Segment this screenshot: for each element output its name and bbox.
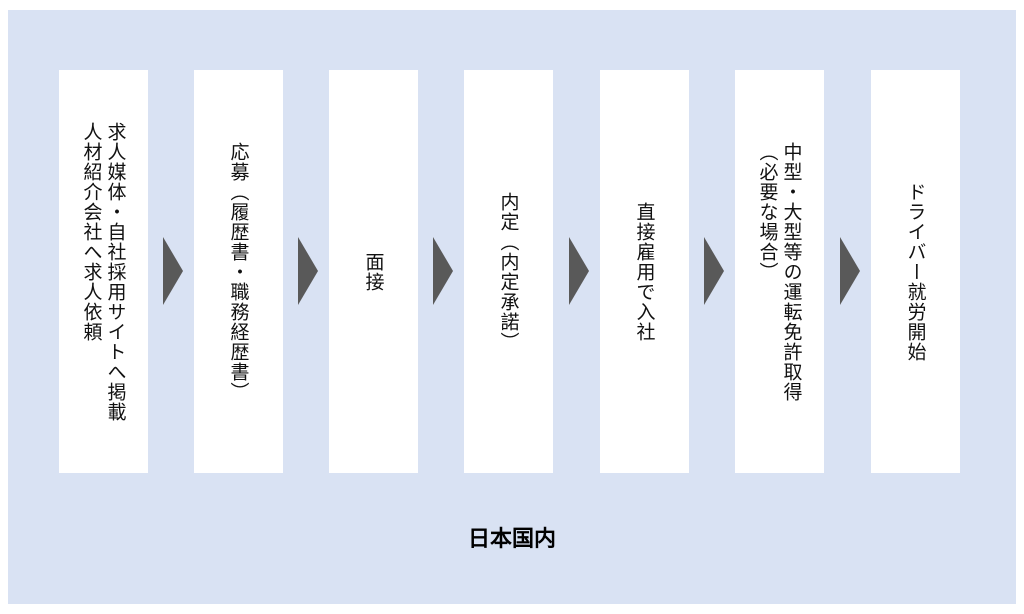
step-line: 面接	[362, 251, 385, 292]
step-line: 人材紹介会社へ求人依頼	[80, 121, 103, 342]
arrow-right-icon	[163, 237, 183, 305]
step-line: 直接雇用で入社	[633, 201, 656, 342]
step-text: 中型・大型等の運転免許取得 （必要な場合）	[756, 142, 804, 402]
step-line: ドライバー就労開始	[904, 181, 927, 362]
step-application: 応募（履歴書・職務経歴書）	[194, 70, 283, 473]
arrow-right-icon	[704, 237, 724, 305]
step-line: 求人媒体・自社採用サイトへ掲載	[104, 121, 127, 422]
arrow-right-icon	[840, 237, 860, 305]
arrow-right-icon	[298, 237, 318, 305]
step-hire: 直接雇用で入社	[600, 70, 689, 473]
step-offer: 内定（内定承諾）	[464, 70, 553, 473]
step-line: 内定（内定承諾）	[497, 191, 520, 352]
step-start-work: ドライバー就労開始	[871, 70, 960, 473]
step-line: 応募（履歴書・職務経歴書）	[227, 141, 250, 402]
region-label: 日本国内	[467, 527, 556, 552]
step-line: （必要な場合）	[756, 141, 779, 282]
step-text: 求人媒体・自社採用サイトへ掲載 人材紹介会社へ求人依頼	[80, 122, 128, 422]
step-line: 中型・大型等の運転免許取得	[780, 141, 803, 402]
step-job-posting: 求人媒体・自社採用サイトへ掲載 人材紹介会社へ求人依頼	[59, 70, 148, 473]
arrow-right-icon	[433, 237, 453, 305]
step-license: 中型・大型等の運転免許取得 （必要な場合）	[735, 70, 824, 473]
arrow-right-icon	[569, 237, 589, 305]
step-interview: 面接	[329, 70, 418, 473]
